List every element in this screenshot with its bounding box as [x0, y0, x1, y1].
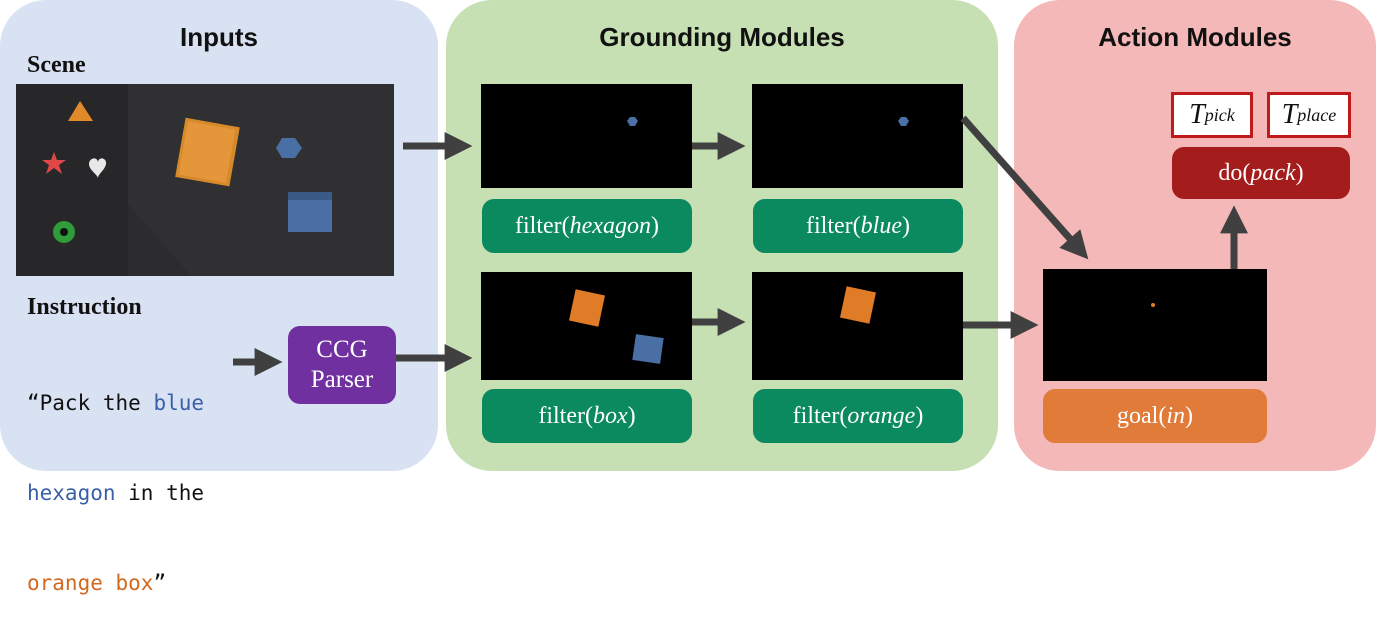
filter-orange-box: filter(orange) [753, 389, 963, 443]
box-mask-image [481, 272, 692, 380]
blue-hexagon-object [276, 138, 302, 158]
instruction-line-1: “Pack the blue [27, 391, 205, 415]
scene-image [16, 84, 394, 276]
instruction-text: “Pack the blue hexagon in the orange box… [27, 328, 204, 628]
goal-mask-image [1043, 269, 1267, 381]
instruction-label: Instruction [27, 294, 142, 320]
do-pack-box: do(pack) [1172, 147, 1350, 199]
hexagon-mask-object [627, 117, 638, 126]
box-mask-blue-object [632, 334, 664, 364]
orange-mask-object [840, 286, 876, 324]
blue-box-object [288, 192, 332, 232]
hexagon-mask-image [481, 84, 692, 188]
ccg-parser-line-2: Parser [310, 366, 374, 393]
orange-triangle-icon [68, 101, 93, 121]
orange-box-object [175, 117, 240, 187]
goal-in-box: goal(in) [1043, 389, 1267, 443]
filter-box-box: filter(box) [482, 389, 692, 443]
box-mask-orange-object [569, 289, 605, 327]
filter-hexagon-box: filter(hexagon) [482, 199, 692, 253]
instruction-line-3: orange box” [27, 571, 167, 595]
blue-mask-object [898, 117, 909, 126]
ccg-parser-line-1: CCG [316, 336, 368, 363]
scene-label: Scene [27, 52, 86, 78]
ccg-parser-box: CCG Parser [288, 326, 396, 404]
grounding-modules-title: Grounding Modules [599, 22, 845, 52]
red-star-icon [42, 152, 66, 174]
orange-mask-image [752, 272, 963, 380]
action-modules-title: Action Modules [1098, 22, 1292, 52]
filter-blue-box: filter(blue) [753, 199, 963, 253]
goal-mask-object [1151, 303, 1155, 307]
inputs-title: Inputs [180, 22, 258, 52]
white-heart-icon [89, 158, 107, 178]
blue-mask-image [752, 84, 963, 188]
instruction-line-2: hexagon in the [27, 481, 205, 505]
